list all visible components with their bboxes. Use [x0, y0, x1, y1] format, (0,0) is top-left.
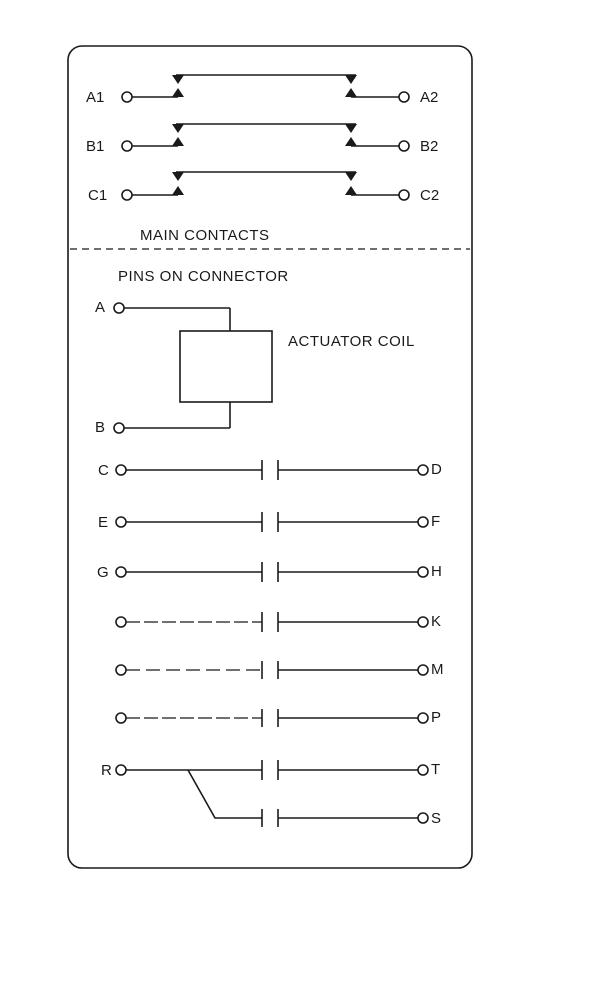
actuator-coil	[113, 302, 273, 434]
aux-contact-row-4	[115, 612, 429, 632]
terminal-a1	[121, 91, 133, 103]
fixed-contact-right-a	[345, 88, 357, 97]
label-pin-a: A	[95, 299, 105, 316]
fixed-contact-left-a	[172, 88, 184, 97]
label-b2: B2	[420, 138, 438, 155]
label-pin-d: D	[431, 461, 442, 478]
label-pin-k: K	[431, 613, 441, 630]
fixed-contact-right-c	[345, 186, 357, 195]
coil-label: ACTUATOR COIL	[288, 333, 415, 350]
label-pin-f: F	[431, 513, 440, 530]
coil-box	[179, 330, 273, 403]
label-b1: B1	[86, 138, 104, 155]
label-a2: A2	[420, 89, 438, 106]
aux-contact-row-5	[115, 661, 429, 679]
main-contact-row-1	[121, 74, 410, 103]
terminal-b2	[398, 140, 410, 152]
label-pin-s: S	[431, 810, 441, 827]
connector-title: PINS ON CONNECTOR	[118, 268, 289, 285]
aux-contact-row-1	[115, 460, 429, 480]
label-pin-c: C	[98, 462, 109, 479]
aux-contact-row-7	[115, 760, 429, 827]
fixed-contact-right-b	[345, 137, 357, 146]
aux-contact-row-6	[115, 709, 429, 727]
label-a1: A1	[86, 89, 104, 106]
aux-contact-row-3	[115, 562, 429, 582]
connector-section: PINS ON CONNECTOR A B ACTUATOR COIL	[95, 268, 444, 827]
terminal-c2	[398, 189, 410, 201]
fixed-contact-left-c	[172, 186, 184, 195]
label-pin-m: M	[431, 661, 444, 678]
terminal-a2	[398, 91, 410, 103]
label-pin-t: T	[431, 761, 440, 778]
aux-contact-row-2	[115, 512, 429, 532]
terminal-c1	[121, 189, 133, 201]
label-pin-p: P	[431, 709, 441, 726]
label-pin-r: R	[101, 762, 112, 779]
label-pin-b: B	[95, 419, 105, 436]
terminal-b	[113, 422, 125, 434]
label-pin-h: H	[431, 563, 442, 580]
main-contacts-section: A1 B1 C1 A2 B2 C2 MAIN CONTACTS	[86, 74, 439, 244]
label-c2: C2	[420, 187, 439, 204]
terminal-b1	[121, 140, 133, 152]
fixed-contact-left-b	[172, 137, 184, 146]
main-contacts-title: MAIN CONTACTS	[140, 227, 270, 244]
main-contact-row-2	[121, 123, 410, 152]
panel-border	[67, 45, 473, 869]
label-pin-g: G	[97, 564, 109, 581]
main-contact-row-3	[121, 171, 410, 201]
label-c1: C1	[88, 187, 107, 204]
label-pin-e: E	[98, 514, 108, 531]
terminal-a	[113, 302, 125, 314]
